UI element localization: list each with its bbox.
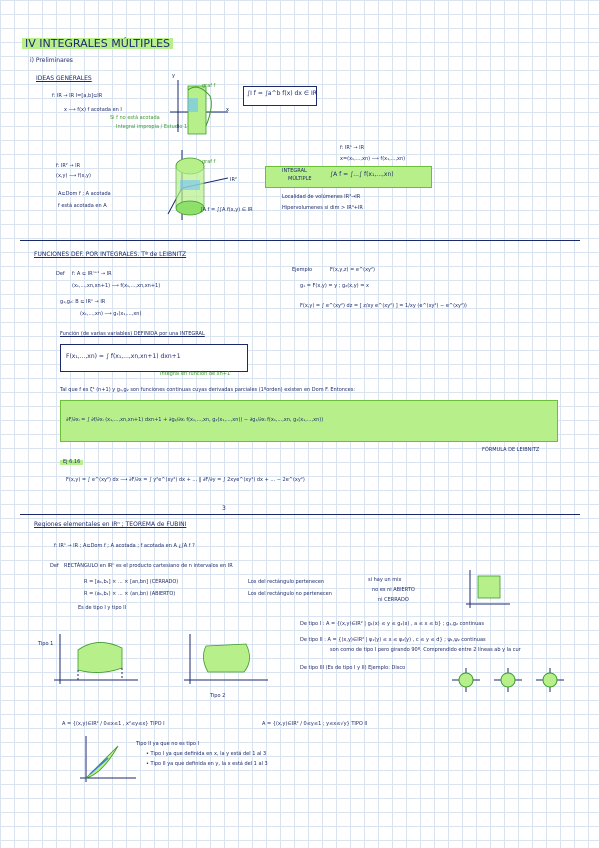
s1-subheading: IDEAS GENERALES	[36, 75, 92, 82]
graph-1d	[170, 80, 228, 135]
s2-eg3: F(x,y) = ∫ e^(xy²) dz = [ z/xy e^(xy²) ]…	[300, 303, 467, 309]
divider-1	[20, 240, 580, 241]
s1-plane-map1: f: IR² → IR	[56, 163, 81, 169]
s2-func-formula: F(x₁,...,xn) = ∫ f(x₁,...,xn,xn+1) dxn+1	[66, 353, 181, 360]
s1-int1: ∫I f = ∫a^b f(x) dx ∈ IR	[247, 90, 317, 97]
s1-note2: Integral impropia / Estudio 1	[116, 124, 188, 130]
multi-label2: MÚLTIPLE	[288, 176, 312, 182]
s1-rn-map1: f: IRⁿ → IR	[340, 145, 365, 151]
s2-heading: FUNCIONES DEF. POR INTEGRALES. Tª de LEI…	[34, 251, 187, 258]
s2-ej: Ej 6.16	[60, 460, 84, 465]
leibniz-box	[60, 400, 558, 442]
multi-integral-box	[265, 166, 432, 188]
s2-leibniz: ∂F/∂xᵢ = ∫ ∂f/∂xᵢ (x₁,...,xn,xn+1) dxn+1…	[66, 417, 324, 423]
divider-2	[20, 514, 580, 515]
s3-ex-note2: • Tipo I ya que definida en x, la y está…	[146, 751, 267, 757]
graph1-y-label: y	[172, 73, 175, 79]
tipo2-graph	[184, 634, 268, 684]
s1-rn-map2: x=(x₁,...,xn) ⟶ f(x₁,...,xn)	[340, 156, 406, 162]
page-title: IV INTEGRALES MÚLTIPLES	[22, 38, 174, 49]
s3-def: Def	[50, 563, 59, 569]
s2-def4: (x₁,...,xn) ⟶ g₁(x₁,...,xn)	[80, 311, 142, 317]
s3-t3: De tipo III (Es de tipo I y II) Ejemplo:…	[300, 665, 406, 671]
graph1-f-label: graf f	[202, 83, 216, 89]
multi-formula: ∫A f = ∫...∫ f(x₁,...,xn)	[330, 171, 394, 178]
s3-rect-side1: si hay un mix	[368, 577, 402, 583]
page-number: 3	[222, 505, 226, 512]
graph1-x-label: x	[226, 107, 229, 113]
s3-ex-note1: Tipo II ya que no es tipo I	[136, 741, 200, 747]
s1-int2: ∫A f = ∫∫A f(x,y) ∈ IR	[200, 207, 253, 213]
tipo2-label: Tipo 2	[210, 693, 226, 699]
s3-ex-note3: • Tipo II ya que definida en y, la x est…	[146, 761, 268, 767]
s3-rect-def: RECTÁNGULO en IRⁿ es el producto cartesi…	[64, 563, 233, 569]
graph2-r2-label: IR²	[230, 177, 237, 183]
s3-rect1-note: Los del rectángulo pertenecen	[248, 579, 325, 585]
s1-acond2: f está acotada en A	[58, 203, 107, 209]
s2-def1: f: A ⊆ IRⁿ⁺¹ → IR	[72, 271, 112, 277]
graph-2d	[167, 150, 229, 220]
s2-eg2: g₁ = F(x,y) = y ; g₂(x,y) = x	[300, 283, 369, 289]
func-box	[60, 344, 248, 372]
integral-box-1	[243, 86, 317, 106]
s1-plane-map2: (x,y) ⟶ f(x,y)	[56, 173, 91, 179]
s2-eg-title: Ejemplo	[292, 267, 313, 273]
s2-def3: g₁,g₂: B ⊆ IRⁿ → IR	[60, 299, 106, 305]
s3-t2: De tipo II : A = {(x,y)∈IR² | ψ₁(y) ≤ x …	[300, 637, 486, 643]
tipo1-graph	[54, 634, 138, 684]
s3-intro: f: IRⁿ → IR ; A⊆Dom f ; A acotada ; f ac…	[54, 543, 195, 549]
s3-rect-types: Es de tipo I y tipo II	[78, 605, 127, 611]
tipo1-label: Tipo 1	[38, 641, 54, 647]
s3-t1: De tipo I : A = {(x,y)∈IR² | g₁(x) ≤ y ≤…	[300, 621, 484, 627]
s3-t2b: son como de tipo I pero girando 90º. Com…	[330, 647, 521, 653]
s1-note4: Hipervolumenes si dim > IR⁴+IR	[282, 205, 363, 211]
s3-heading: Regiones elementales en IRⁿ ; TEOREMA de…	[34, 521, 187, 528]
s1-map2: x ⟶ f(x) f acotada en I	[64, 107, 122, 113]
multi-label1: INTEGRAL	[282, 168, 307, 174]
example-graph	[80, 736, 136, 782]
s1-acond1: A⊆Dom f ; A acotada	[58, 191, 111, 197]
disk-icons	[452, 668, 564, 692]
s2-def: Def	[56, 271, 65, 277]
s2-ej-formula: F(x,y) = ∫ e^(xy²) dx ⟶ ∂F/∂x = ∫ y²e^(x…	[66, 477, 305, 483]
s3-ex-left: A = {(x,y)∈IR² / 0≤x≤1 , x²≤y≤x} TIPO I	[62, 721, 165, 727]
s2-leibniz-label: FÓRMULA DE LEIBNITZ	[482, 447, 540, 453]
s3-rect2-note: Los del rectángulo no pertenecen	[248, 591, 332, 597]
s2-eg1: F(x,y,z) = e^(xy²)	[330, 267, 375, 273]
s3-ex-right: A = {(x,y)∈IR² / 0≤y≤1 ; y≤x≤√y} TIPO II	[262, 721, 368, 727]
rect-graph	[466, 570, 510, 608]
s1-note3: Localidad de volúmenes IR³→IR	[282, 194, 361, 200]
s3-rect-side3: ni CERRADO	[378, 597, 409, 603]
s1-heading: i) Preliminares	[30, 57, 73, 64]
s2-func-label: Función (de varias variables) DEFINIDA p…	[60, 331, 205, 337]
s3-rect2: R = (a₁,b₁) × ... × (an,bn) (ABIERTO)	[84, 591, 176, 597]
s2-func-note: Integral en función de xn+1	[160, 371, 231, 377]
s2-theorem: Tal que f es ζ¹ (n+1) y g₁,g₂ son funcio…	[60, 387, 356, 393]
s3-rect-side2: no es ni ABIERTO	[372, 587, 415, 593]
s1-map1: f: IR → IR I=[a,b]⊆IR	[52, 93, 103, 99]
s1-note1: Si f no está acotada	[110, 115, 160, 121]
s2-def2: (x₁,...,xn,xn+1) ⟶ f(x₁,...,xn,xn+1)	[72, 283, 161, 289]
graph2-f-label: graf f	[202, 159, 216, 165]
s3-rect1: R = [a₁,b₁] × ... × [an,bn] (CERRADO)	[84, 579, 179, 585]
